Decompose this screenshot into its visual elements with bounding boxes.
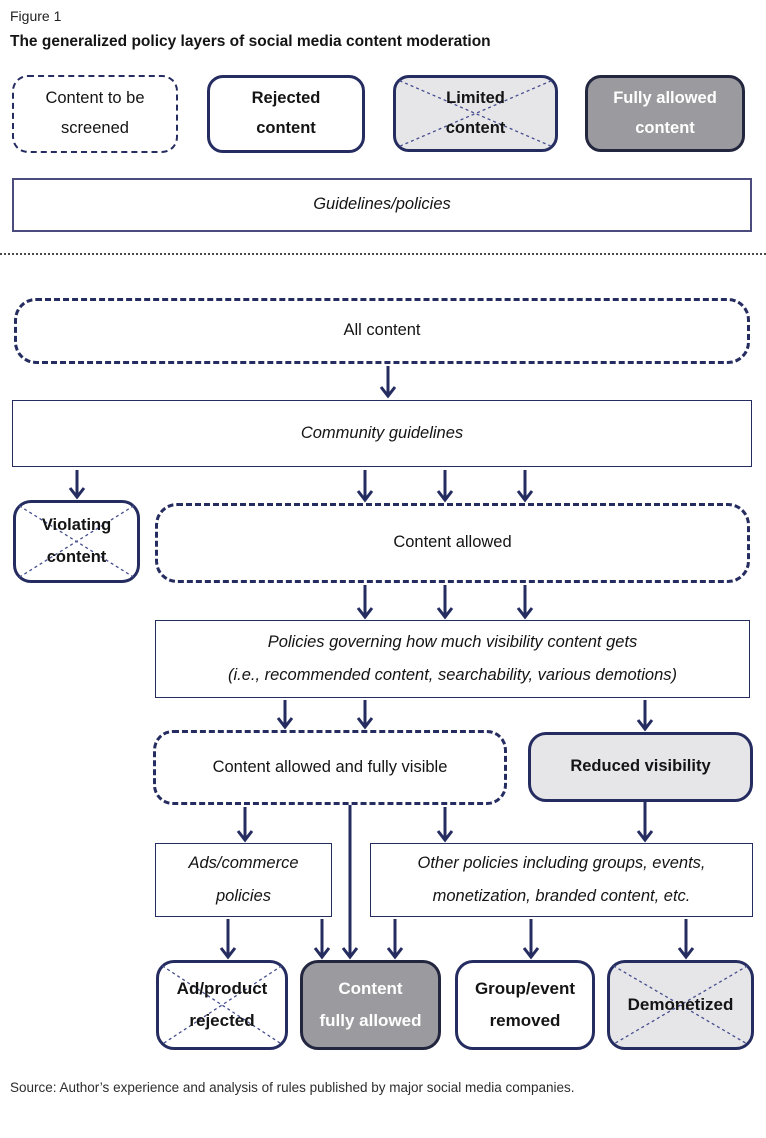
node-label: All content [343, 321, 421, 340]
node-reduced-visibility: Reduced visibility [528, 732, 753, 802]
node-visibility-policies: Policies governing how much visibility c… [155, 620, 750, 698]
arrow-other-to-content-fully-allowed [386, 919, 404, 960]
arrow-reduced-to-other [636, 802, 654, 843]
node-label: Violating [41, 516, 112, 535]
arrow-policies-to-fullyvisible-1 [276, 700, 294, 730]
node-label: (i.e., recommended content, searchabilit… [227, 666, 678, 684]
node-label: Content [338, 978, 403, 998]
legend-label: Limited [446, 88, 505, 107]
legend-label: screened [61, 119, 129, 137]
arrow-policies-to-fullyvisible-2 [356, 700, 374, 730]
arrow-community-to-allowed-3 [516, 470, 534, 503]
node-label: Group/event [474, 978, 576, 998]
legend-content-to-be-screened: Content to be screened [12, 75, 178, 153]
node-label: Ad/product [176, 978, 268, 998]
legend-label: Fully allowed [613, 88, 717, 107]
node-group-event-removed: Group/event removed [455, 960, 595, 1050]
node-label: rejected [189, 1011, 255, 1030]
legend-label: Rejected [251, 89, 321, 108]
arrow-community-to-allowed-2 [436, 470, 454, 503]
node-ad-product-rejected: Ad/product rejected [156, 960, 288, 1050]
dotted-divider [0, 253, 766, 255]
node-violating-content: Violating content [13, 500, 140, 583]
node-label: policies [215, 887, 272, 905]
node-label: content [46, 547, 107, 566]
arrow-allowed-to-policies-2 [436, 585, 454, 620]
arrow-allowed-to-policies-1 [356, 585, 374, 620]
figure-label: Figure 1 [10, 8, 62, 24]
node-label: Policies governing how much visibility c… [267, 633, 638, 651]
arrow-ads-to-rejected [219, 919, 237, 960]
node-label: fully allowed [319, 1011, 422, 1030]
node-content-allowed: Content allowed [155, 503, 750, 583]
arrow-community-to-violating [68, 470, 86, 500]
legend-fully-allowed-content: Fully allowed content [585, 75, 745, 152]
legend-label: Content to be [45, 89, 145, 108]
arrow-other-to-demonetized [677, 919, 695, 960]
arrow-fullyvisible-to-ads [236, 807, 254, 843]
node-content-fully-allowed: Content fully allowed [300, 960, 441, 1050]
legend-label: content [635, 118, 695, 137]
node-ads-commerce-policies: Ads/commerce policies [155, 843, 332, 917]
node-all-content: All content [14, 298, 750, 364]
arrow-all-content-to-community [379, 366, 397, 399]
node-demonetized: Demonetized [607, 960, 754, 1050]
node-label: Other policies including groups, events, [417, 854, 706, 872]
source-note: Source: Author’s experience and analysis… [10, 1080, 575, 1095]
arrow-fullyvisible-to-other [436, 807, 454, 843]
node-label: Ads/commerce [188, 854, 299, 872]
node-label: Guidelines/policies [313, 195, 451, 214]
legend-label: content [445, 118, 506, 137]
arrow-community-to-allowed-1 [356, 470, 374, 503]
node-label: monetization, branded content, etc. [432, 887, 691, 905]
legend-rejected-content: Rejected content [207, 75, 365, 153]
node-label: removed [489, 1011, 561, 1030]
node-label: Content allowed and fully visible [212, 757, 448, 776]
node-label: Reduced visibility [570, 757, 711, 776]
node-content-allowed-fully-visible: Content allowed and fully visible [153, 730, 507, 805]
arrow-policies-to-reduced [636, 700, 654, 732]
legend-label: content [256, 119, 316, 137]
node-other-policies: Other policies including groups, events,… [370, 843, 753, 917]
arrow-allowed-to-policies-3 [516, 585, 534, 620]
legend-limited-content: Limited content [393, 75, 558, 152]
node-label: Content allowed [393, 533, 512, 552]
figure-title: The generalized policy layers of social … [10, 33, 491, 50]
arrow-ads-to-content-fully-allowed [313, 919, 331, 960]
node-community-guidelines: Community guidelines [12, 400, 752, 467]
node-guidelines-policies: Guidelines/policies [12, 178, 752, 232]
arrow-other-to-group-removed [522, 919, 540, 960]
node-label: Community guidelines [300, 423, 464, 442]
arrow-fullyvisible-to-content-fully-allowed [341, 805, 359, 960]
node-label: Demonetized [627, 994, 734, 1014]
